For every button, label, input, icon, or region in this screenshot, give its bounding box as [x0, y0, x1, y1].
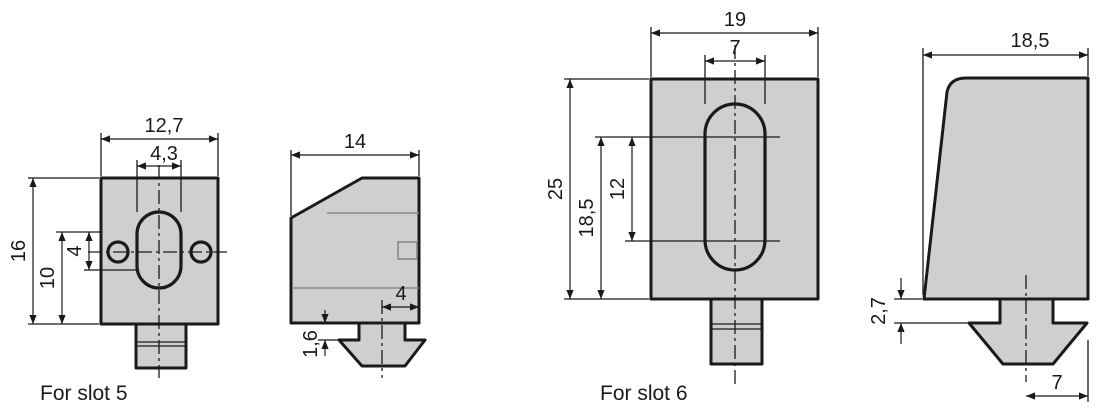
slot5-side-view: 14 4 1,6: [289, 131, 427, 378]
slot6-depth-label: 18,5: [1011, 30, 1050, 52]
slot6-front-stem: [709, 297, 764, 366]
slot6-width-label: 19: [724, 9, 746, 31]
slot6-slot-width-label: 7: [729, 37, 740, 59]
slot6-side-view: 18,5 2,7 7: [868, 30, 1090, 402]
slot5-width-label: 12,7: [145, 115, 184, 137]
slot5-depth-label: 14: [344, 131, 366, 153]
slot6-side-tab: [967, 297, 1089, 366]
slot5-side-body: [289, 176, 421, 325]
slot6-caption: For slot 6: [600, 382, 688, 405]
slot6-slot-length-label: 12: [607, 178, 629, 200]
slot5-front-view: 12,7 4,3 16 10 4: [8, 115, 230, 378]
slot5-slot-center-label: 10: [37, 267, 59, 289]
slot6-front-view: 19 7 25 18,5 12: [545, 9, 820, 384]
slot5-tab-label: 4: [395, 283, 406, 305]
slot5-gap-label: 1,6: [300, 330, 322, 358]
slot6-side-body: [922, 76, 1090, 301]
slot6-gap-label: 2,7: [868, 297, 890, 325]
slot6-height-label: 25: [545, 178, 567, 200]
slot5-slot-width-label: 4,3: [150, 143, 178, 165]
slot5-height-label: 16: [8, 240, 30, 262]
slot6-slot-center-label: 18,5: [576, 199, 598, 238]
slot6-tab-label: 7: [1051, 372, 1062, 394]
slot5-caption: For slot 5: [40, 382, 128, 405]
slot5-hole-spacing-label: 4: [64, 245, 86, 256]
